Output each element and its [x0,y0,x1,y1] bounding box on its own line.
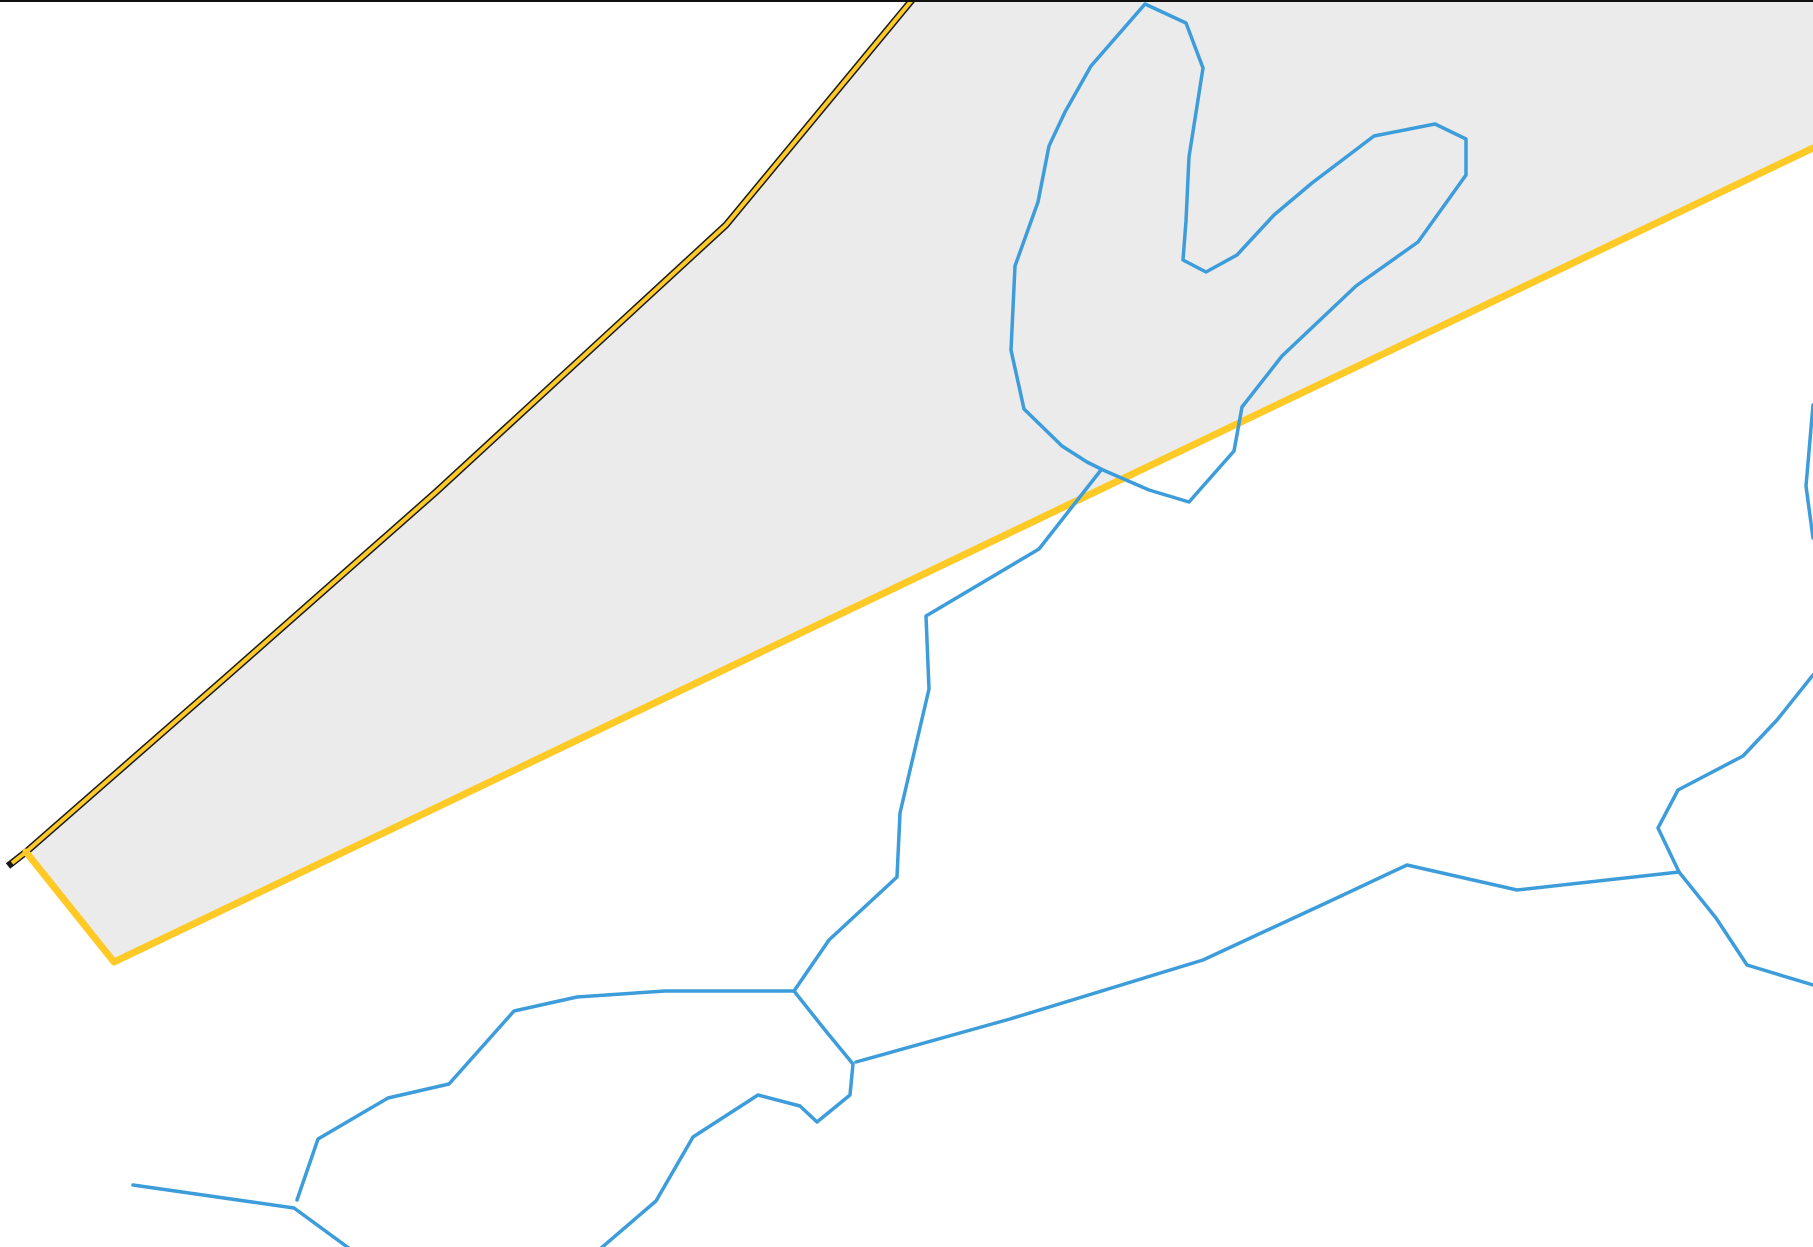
waterway-bay-loop[interactable] [1009,2,1468,504]
waterway-southwest-stream[interactable] [131,1183,351,1247]
waterway-east-edge[interactable] [1804,403,1813,540]
waterway-east-lower[interactable] [1677,870,1813,987]
waterway-east-upper[interactable] [1656,673,1813,874]
map-frame-top-edge [0,0,1813,2]
waterway-south-branch[interactable] [599,989,855,1247]
waterway-main-river[interactable] [792,468,1103,993]
boundary-line-south[interactable] [22,144,1813,966]
waterway-east-river[interactable] [854,863,1681,1064]
waterway-west-branch[interactable] [295,989,796,1202]
highlighted-zone[interactable] [26,0,1813,962]
